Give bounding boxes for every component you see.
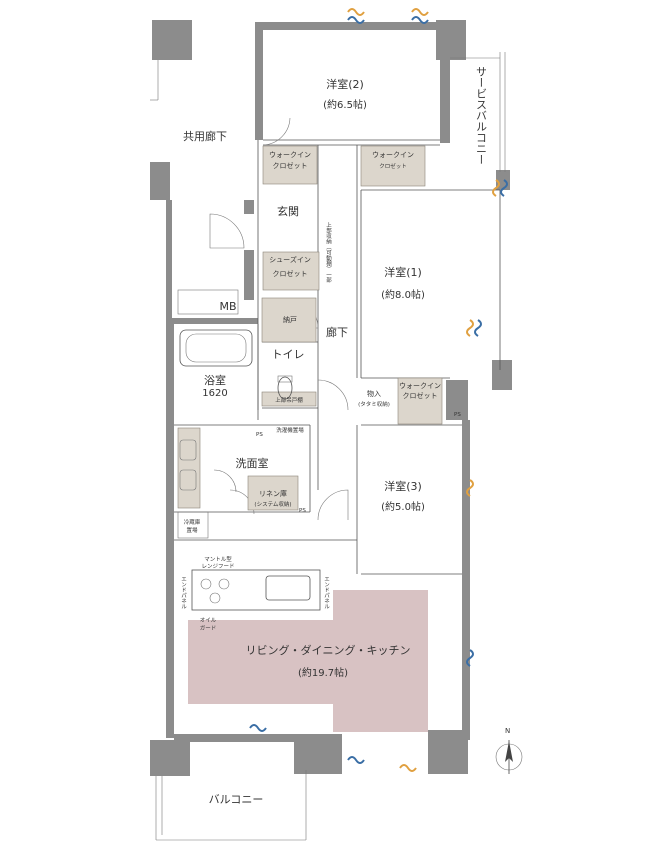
toilet-bowl [277, 376, 293, 400]
room-western1-name: 洋室(1) [384, 265, 422, 279]
walkin-3-label-b: クロゼット [403, 391, 438, 400]
room-western2-size: (約6.5帖) [323, 98, 367, 111]
room-bath-size: 1620 [202, 388, 227, 399]
fixtures [177, 329, 321, 611]
walls [150, 20, 512, 776]
room-western3-size: (約5.0帖) [381, 500, 425, 513]
walkin-closet-3 [397, 377, 443, 425]
kitchen-counter [191, 569, 321, 611]
upper-cabinet-label: 上部収納（可動棚）一部 [325, 221, 332, 284]
closet-label-a: 物入 [367, 389, 381, 398]
room-toilet-name: トイレ [272, 348, 305, 361]
walkin-closet-2 [262, 145, 318, 185]
service-balcony-name: サービスバルコニー [475, 66, 488, 165]
room-ldk-name: リビング・ダイニング・キッチン [246, 643, 411, 657]
walkin-3-label-a: ウォークイン [399, 382, 441, 390]
partitions [150, 52, 506, 841]
walkin-closet-1 [360, 145, 426, 187]
walkin-2-label-b: クロゼット [273, 161, 308, 170]
upper-shelf-label: 上部吊戸棚 [275, 396, 303, 404]
bathtub [179, 329, 253, 367]
shoes-closet [262, 251, 320, 291]
room-bath-name: 浴室 [204, 373, 226, 387]
storage-blocks [177, 145, 443, 511]
range-hood-label-b: レンジフード [201, 563, 234, 570]
fridge-label-b: 置場 [186, 526, 198, 534]
north-arrow-icon: N [495, 727, 523, 774]
closet-label-b: (タタミ収納) [358, 400, 390, 408]
room-western2-name: 洋室(2) [326, 77, 364, 91]
room-washroom-name: 洗面室 [236, 456, 269, 470]
oil-guard-label-b: ガード [200, 624, 217, 632]
oil-guard-label-a: オイル [200, 617, 217, 624]
nando-label: 納戸 [283, 315, 297, 324]
room-ldk-size: (約19.7帖) [298, 666, 348, 679]
mb-label: MB [219, 300, 236, 313]
ps-label-2: PS [299, 508, 306, 514]
common-corridor-name: 共用廊下 [183, 129, 227, 143]
room-hallway-name: 廊下 [326, 325, 348, 339]
nando-storage [261, 297, 317, 343]
room-western3-name: 洋室(3) [384, 479, 422, 493]
range-hood-label-a: マントル型 [204, 555, 232, 563]
north-label: N [505, 727, 510, 735]
ps-label-1: PS [256, 432, 263, 438]
linen-storage [247, 475, 299, 511]
ldk-floor [188, 590, 428, 732]
end-panel-right-label: エンドパネル [323, 576, 330, 610]
room-entrance-name: 玄関 [277, 204, 299, 218]
ps-label-3: PS [454, 412, 461, 418]
shoes-closet-label-a: シューズイン [269, 255, 311, 264]
linen-label-a: リネン庫 [259, 489, 287, 498]
fridge-label-a: 冷蔵庫 [184, 518, 201, 526]
vent-markers [249, 8, 508, 772]
end-panel-left-label: エンドパネル [180, 576, 187, 610]
upper-shelf-strip [261, 391, 317, 407]
linen-label-b: (システム収納) [254, 500, 291, 508]
balcony-name: バルコニー [209, 793, 264, 806]
kitchen-sink [265, 575, 311, 601]
washroom-cabinet [177, 427, 201, 509]
walkin-1-label-a: ウォークイン [372, 151, 414, 159]
shoes-closet-label-b: クロゼット [273, 269, 308, 278]
walkin-1-label-b: クロゼット [379, 162, 407, 170]
washer-label: 洗濯機置場 [276, 426, 304, 434]
walkin-2-label-a: ウォークイン [269, 151, 311, 159]
room-western1-size: (約8.0帖) [381, 288, 425, 301]
